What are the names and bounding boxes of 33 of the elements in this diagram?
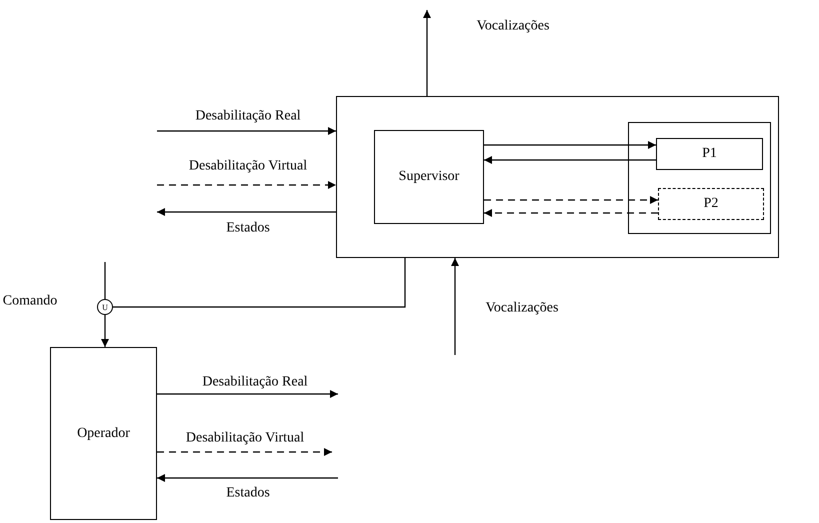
arrow (101, 315, 109, 347)
dashed-arrow (484, 196, 658, 204)
dashed-arrow (157, 448, 332, 456)
process-box (374, 130, 484, 224)
arrow (423, 10, 431, 96)
process-box (656, 138, 763, 170)
edge-label: Desabilitação Real (200, 374, 310, 390)
system-box (336, 96, 779, 258)
node-label: U (102, 302, 108, 312)
arrow (484, 156, 656, 164)
dashed-arrow (484, 209, 658, 217)
arrow (157, 390, 338, 398)
group-box (628, 122, 771, 234)
node-label: P2 (704, 196, 718, 212)
junction-circle (97, 299, 113, 315)
edge-label: Desabilitação Virtual (186, 158, 310, 174)
connector-line (113, 258, 406, 308)
edge-label: Desabilitação Virtual (184, 430, 306, 446)
edge-label: Desabilitação Real (193, 108, 303, 124)
dashed-arrow (157, 181, 336, 189)
node-label: Supervisor (398, 169, 460, 185)
arrow (157, 127, 336, 135)
arrow (484, 141, 656, 149)
arrow (451, 258, 459, 355)
process-box (658, 188, 764, 220)
node-label: P1 (702, 146, 717, 162)
connector-line (104, 262, 106, 299)
arrow (157, 208, 336, 216)
edge-label: Vocalizações (474, 18, 552, 34)
edge-label: Vocalizações (484, 300, 560, 316)
node-label: Operador (77, 426, 130, 442)
arrow (157, 474, 338, 482)
process-box (50, 347, 157, 520)
